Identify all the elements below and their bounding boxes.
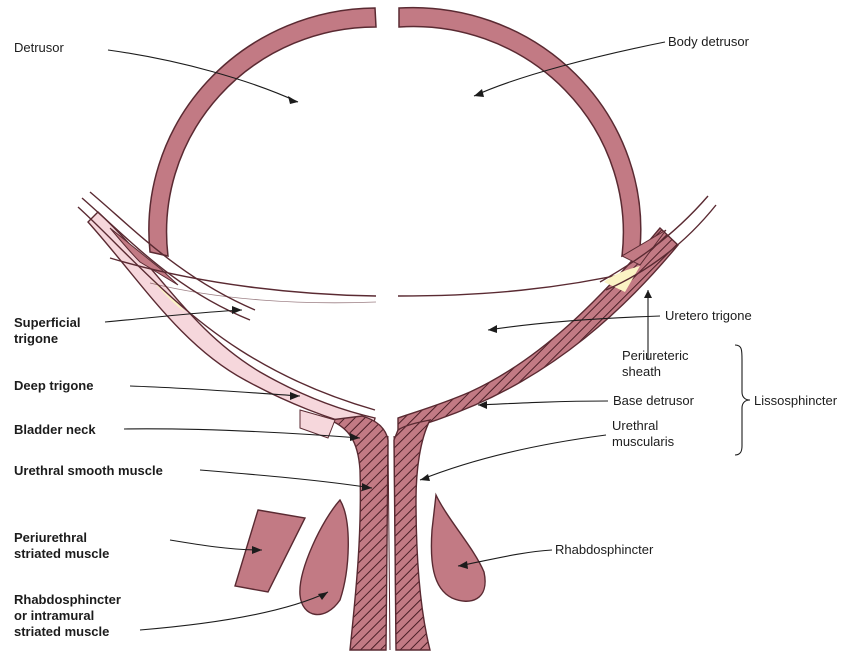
- label-urethral-smooth-muscle: Urethral smooth muscle: [14, 463, 163, 479]
- detrusor-wall: [149, 8, 641, 256]
- label-periurethral-striated-muscle: Periurethral striated muscle: [14, 530, 109, 562]
- leader-urethral-smooth-muscle: [200, 470, 372, 488]
- leader-base-detrusor: [478, 401, 608, 405]
- lissosphincter-bracket: [735, 345, 750, 455]
- label-bladder-neck: Bladder neck: [14, 422, 96, 438]
- label-base-detrusor: Base detrusor: [613, 393, 694, 409]
- label-urethral-muscularis: Urethral muscularis: [612, 418, 674, 450]
- label-superficial-trigone: Superficial trigone: [14, 315, 80, 347]
- label-rhabdosphincter-left: Rhabdosphincter or intramural striated m…: [14, 592, 121, 640]
- rhabdosphincter-left-shape: [300, 500, 348, 615]
- label-body-detrusor: Body detrusor: [668, 34, 749, 50]
- periurethral-striated-muscle: [235, 510, 305, 592]
- label-rhabdosphincter-right: Rhabdosphincter: [555, 542, 653, 558]
- label-deep-trigone: Deep trigone: [14, 378, 93, 394]
- deep-trigone-left: [88, 212, 375, 430]
- label-uretero-trigone: Uretero trigone: [665, 308, 752, 324]
- leader-urethral-muscularis: [420, 435, 606, 480]
- label-detrusor: Detrusor: [14, 40, 64, 56]
- label-lissosphincter: Lissosphincter: [754, 393, 837, 409]
- rhabdosphincter-right-shape: [431, 495, 485, 601]
- label-periureteric-sheath: Periureteric sheath: [622, 348, 688, 380]
